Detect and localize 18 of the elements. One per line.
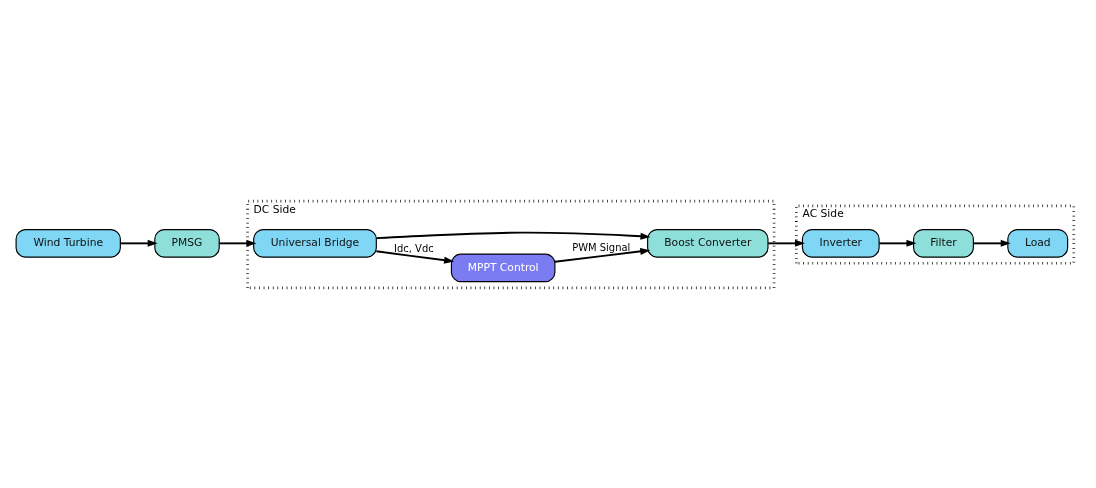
node-box: Wind Turbine [15,228,121,258]
arrow [972,239,1011,247]
node-box: MPPT Control [450,253,556,282]
arrow [218,239,257,247]
arrow [553,247,651,263]
arrow [119,239,158,247]
node-box: Filter [913,228,974,258]
node-box: Inverter [801,228,880,258]
arrow [375,249,455,264]
node-box: Universal Bridge [253,228,377,258]
node-box: Boost Converter [647,228,769,258]
arrow [878,239,917,247]
edge-label: PWM Signal [572,241,631,253]
edge-label: Idc, Vdc [394,242,434,254]
arrow [375,231,651,240]
node-box: PMSG [154,228,220,258]
arrow [767,239,805,247]
node-box: Load [1007,228,1069,258]
